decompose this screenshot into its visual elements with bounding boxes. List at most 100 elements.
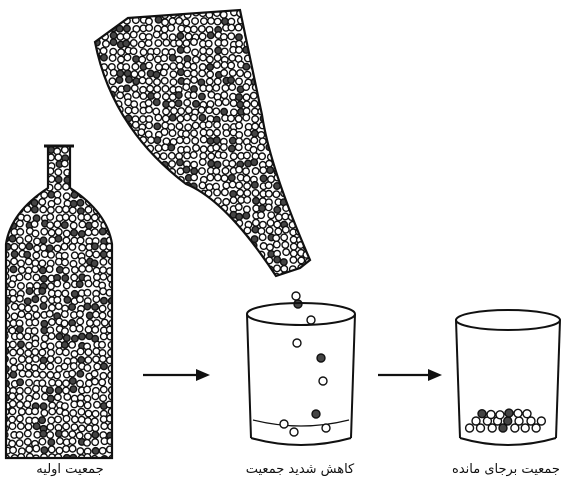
- bead: [222, 189, 229, 196]
- bead: [215, 99, 222, 106]
- bead: [193, 145, 200, 152]
- bead: [297, 175, 304, 182]
- bead: [92, 425, 99, 432]
- bead: [162, 19, 169, 26]
- bead: [228, 236, 235, 243]
- bead: [207, 214, 214, 221]
- bead: [236, 273, 243, 280]
- bead: [55, 380, 62, 387]
- bead: [183, 40, 190, 47]
- bead: [161, 259, 168, 266]
- bead: [305, 144, 312, 151]
- bead: [63, 193, 70, 200]
- bead: [295, 93, 302, 100]
- bead: [24, 273, 31, 280]
- bead: [49, 408, 56, 415]
- bead: [221, 144, 228, 151]
- bead: [86, 177, 93, 184]
- bead: [138, 129, 145, 136]
- bead: [77, 311, 84, 318]
- bead: [47, 424, 54, 431]
- bead: [70, 325, 77, 332]
- bead: [297, 160, 304, 167]
- bead: [86, 250, 93, 257]
- bead: [77, 318, 84, 325]
- bead: [55, 176, 62, 183]
- bead: [296, 71, 303, 78]
- bead: [100, 244, 107, 251]
- bead: [168, 184, 175, 191]
- bead: [185, 198, 192, 205]
- bead: [177, 234, 184, 241]
- bead: [183, 252, 190, 259]
- bead: [100, 167, 107, 174]
- bead: [297, 182, 304, 189]
- bead: [176, 249, 183, 256]
- bead: [62, 275, 69, 282]
- bead: [118, 56, 125, 63]
- bead: [39, 267, 46, 274]
- bead: [163, 251, 170, 258]
- bead: [100, 395, 107, 402]
- bead: [206, 184, 213, 191]
- bead: [88, 4, 95, 11]
- bead: [190, 63, 197, 70]
- bead: [84, 289, 91, 296]
- bead: [84, 183, 91, 190]
- bead: [47, 387, 54, 394]
- bead: [214, 122, 221, 129]
- bead: [243, 101, 250, 108]
- bead: [109, 170, 116, 177]
- bead: [296, 131, 303, 138]
- bead: [100, 178, 107, 185]
- bead: [92, 304, 99, 311]
- bead: [288, 183, 295, 190]
- bead: [101, 146, 108, 153]
- bead: [260, 11, 267, 18]
- bead: [84, 190, 91, 197]
- bead: [70, 363, 77, 370]
- falling-bead: [307, 316, 315, 324]
- bead: [200, 47, 207, 54]
- bead: [244, 190, 251, 197]
- bead: [199, 159, 206, 166]
- bead: [103, 129, 110, 136]
- bead: [10, 266, 17, 273]
- bead: [191, 26, 198, 33]
- bead: [102, 122, 109, 129]
- bead: [258, 69, 265, 76]
- bead: [85, 189, 92, 196]
- bead: [25, 146, 32, 153]
- bead: [47, 372, 54, 379]
- bead: [303, 92, 310, 99]
- bead: [88, 109, 95, 116]
- bead: [267, 109, 274, 116]
- bead: [92, 243, 99, 250]
- bead: [87, 64, 94, 71]
- bead: [63, 415, 70, 422]
- bead: [266, 92, 273, 99]
- bead: [275, 25, 282, 32]
- bead: [252, 182, 259, 189]
- bead: [101, 146, 108, 153]
- bead: [69, 341, 76, 348]
- bead: [48, 439, 55, 446]
- bead: [32, 266, 39, 273]
- bead: [266, 160, 273, 167]
- bead: [132, 107, 139, 114]
- bead: [32, 340, 39, 347]
- bead: [17, 379, 24, 386]
- bead: [297, 11, 304, 18]
- bead: [17, 326, 24, 333]
- bead: [92, 411, 99, 418]
- bead: [9, 281, 16, 288]
- bead: [161, 227, 168, 234]
- bead: [116, 204, 123, 211]
- label-initial-population: جمعیت اولیه: [20, 462, 120, 477]
- bead: [289, 63, 296, 70]
- bead: [199, 70, 206, 77]
- bead: [26, 288, 33, 295]
- bead: [18, 341, 25, 348]
- bead: [123, 9, 130, 16]
- bead: [124, 25, 131, 32]
